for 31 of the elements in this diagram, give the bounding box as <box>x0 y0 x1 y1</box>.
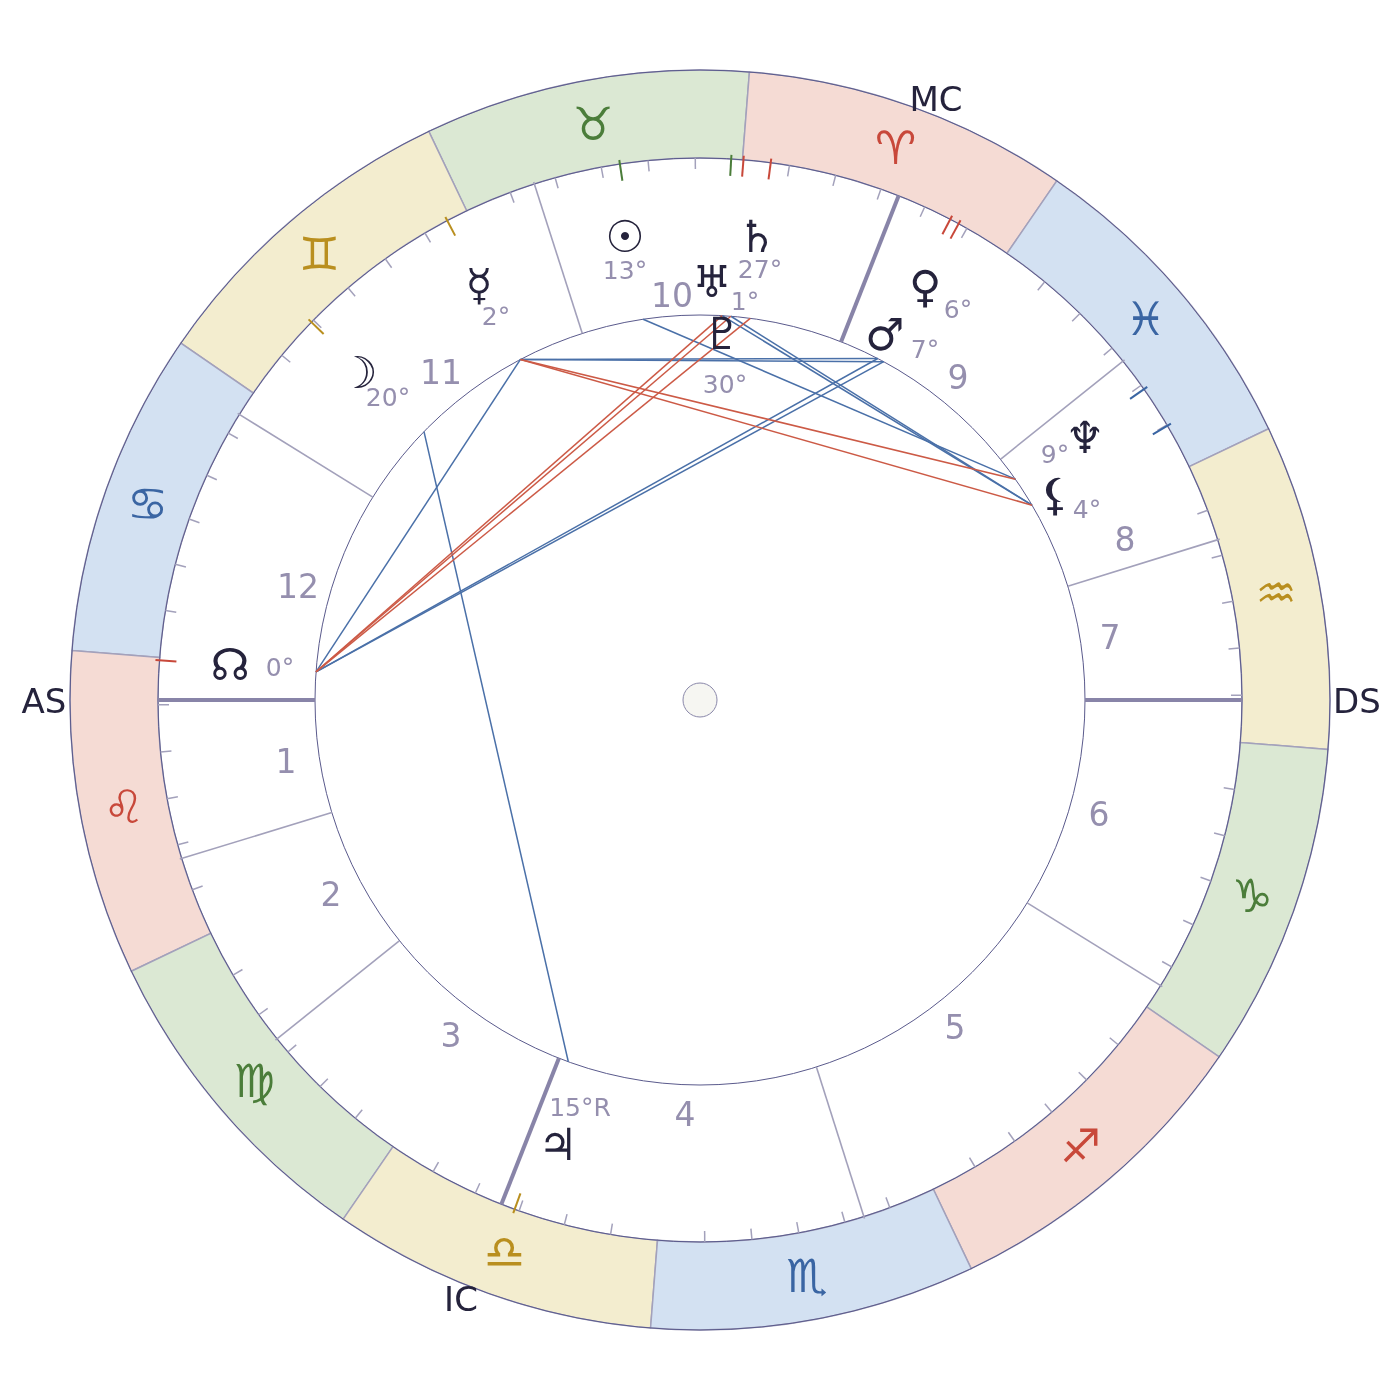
house-number: 1 <box>275 743 297 781</box>
house-number: 6 <box>1088 796 1110 834</box>
zodiac-sign-symbol: ♎ <box>483 1227 525 1278</box>
degree-label: 0° <box>265 654 295 682</box>
zodiac-sign-symbol: ♌ <box>103 781 145 833</box>
house-number: 12 <box>277 568 319 606</box>
zodiac-sign-symbol: ♊ <box>298 229 341 280</box>
degree-label: 13° <box>602 257 648 285</box>
angle-label: IC <box>444 1281 478 1319</box>
zodiac-sign-symbol: ♍ <box>233 1055 275 1106</box>
zodiac-sign-symbol: ♉ <box>572 98 614 150</box>
zodiac-sign-symbol: ♏ <box>786 1250 828 1302</box>
zodiac-sign-symbol: ♈ <box>875 122 917 173</box>
house-number: 4 <box>674 1096 696 1134</box>
planet-symbol: ♅ <box>692 257 732 307</box>
angle-label: DS <box>1333 683 1381 721</box>
zodiac-sign-symbol: ♓ <box>1124 294 1167 345</box>
zodiac-sign-symbol: ♒ <box>1255 567 1297 619</box>
planet-symbol: ♃ <box>538 1120 578 1170</box>
zodiac-sign-symbol: ♋ <box>127 479 169 530</box>
zodiac-sign-symbol: ♐ <box>1059 1120 1102 1171</box>
degree-label: 1° <box>730 288 760 316</box>
planet-symbol: ☊ <box>210 640 250 690</box>
planet-symbol: ♀ <box>908 262 942 312</box>
house-number: 8 <box>1114 521 1136 559</box>
house-number: 7 <box>1099 619 1121 657</box>
degree-label: 15°R <box>549 1094 611 1122</box>
angle-label: AS <box>21 683 67 721</box>
angle-label: MC <box>909 81 963 119</box>
house-number: 10 <box>651 277 693 315</box>
zodiac-sign-symbol: ♑ <box>1231 870 1273 921</box>
